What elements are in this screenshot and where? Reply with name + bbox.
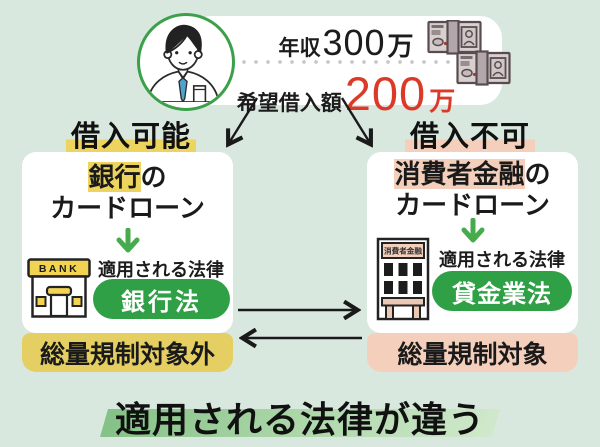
income-label: 年収 bbox=[278, 37, 321, 60]
down-arrow-icon bbox=[116, 228, 139, 253]
down-arrow-icon bbox=[461, 218, 484, 243]
bank-title-line2: カードローン bbox=[50, 193, 205, 223]
businessman-icon bbox=[146, 24, 220, 104]
consumer-law-label: 適用される法律 bbox=[439, 250, 565, 270]
conclusion-title: 適用される法律が違う bbox=[114, 399, 485, 440]
annual-income-row: 年収 300 万 bbox=[190, 22, 502, 63]
banking-act-pill: 銀行法 bbox=[93, 279, 230, 319]
consumer-title-line2: カードローン bbox=[395, 190, 550, 220]
bank-highlight: 銀行 bbox=[88, 162, 141, 192]
dotted-divider bbox=[214, 60, 480, 64]
consumer-finance-building-icon: 消費者金融 bbox=[376, 237, 430, 321]
income-value: 300 bbox=[322, 22, 386, 63]
bank-law-label: 適用される法律 bbox=[98, 260, 224, 280]
desired-loan-unit: 万 bbox=[429, 86, 456, 116]
verdict-left-text: 借入可能 bbox=[65, 121, 196, 153]
money-lending-act-pill: 貸金業法 bbox=[432, 271, 572, 311]
verdict-borrow-possible: 借入可能 bbox=[31, 113, 231, 155]
income-unit: 万 bbox=[387, 31, 414, 61]
regulation-exempt-bar: 総量規制対象外 bbox=[22, 333, 233, 372]
consumer-highlight: 消費者金融 bbox=[394, 159, 525, 189]
avatar bbox=[137, 13, 235, 111]
consumer-sign-text: 消費者金融 bbox=[384, 246, 422, 256]
consumer-title-suffix: の bbox=[524, 159, 551, 189]
consumer-card-loan-title: 消費者金融の カードローン bbox=[367, 159, 578, 221]
bank-title-suffix: の bbox=[140, 162, 167, 192]
desired-loan-label: 希望借入額 bbox=[236, 92, 342, 115]
verdict-borrow-impossible: 借入不可 bbox=[370, 113, 570, 155]
consumer-finance-card-loan-panel: 消費者金融の カードローン 適用される法律 貸金業法 消費者金融 bbox=[367, 152, 578, 333]
bank-card-loan-title: 銀行の カードローン bbox=[22, 162, 233, 224]
bank-building-icon: BANK bbox=[27, 258, 91, 318]
regulation-subject-bar: 総量規制対象 bbox=[367, 333, 578, 372]
bank-card-loan-panel: 銀行の カードローン 適用される法律 銀行法 BANK bbox=[22, 152, 233, 333]
verdict-right-text: 借入不可 bbox=[404, 121, 535, 153]
money-stack-icon bbox=[427, 20, 511, 86]
bank-sign-text: BANK bbox=[39, 263, 79, 275]
